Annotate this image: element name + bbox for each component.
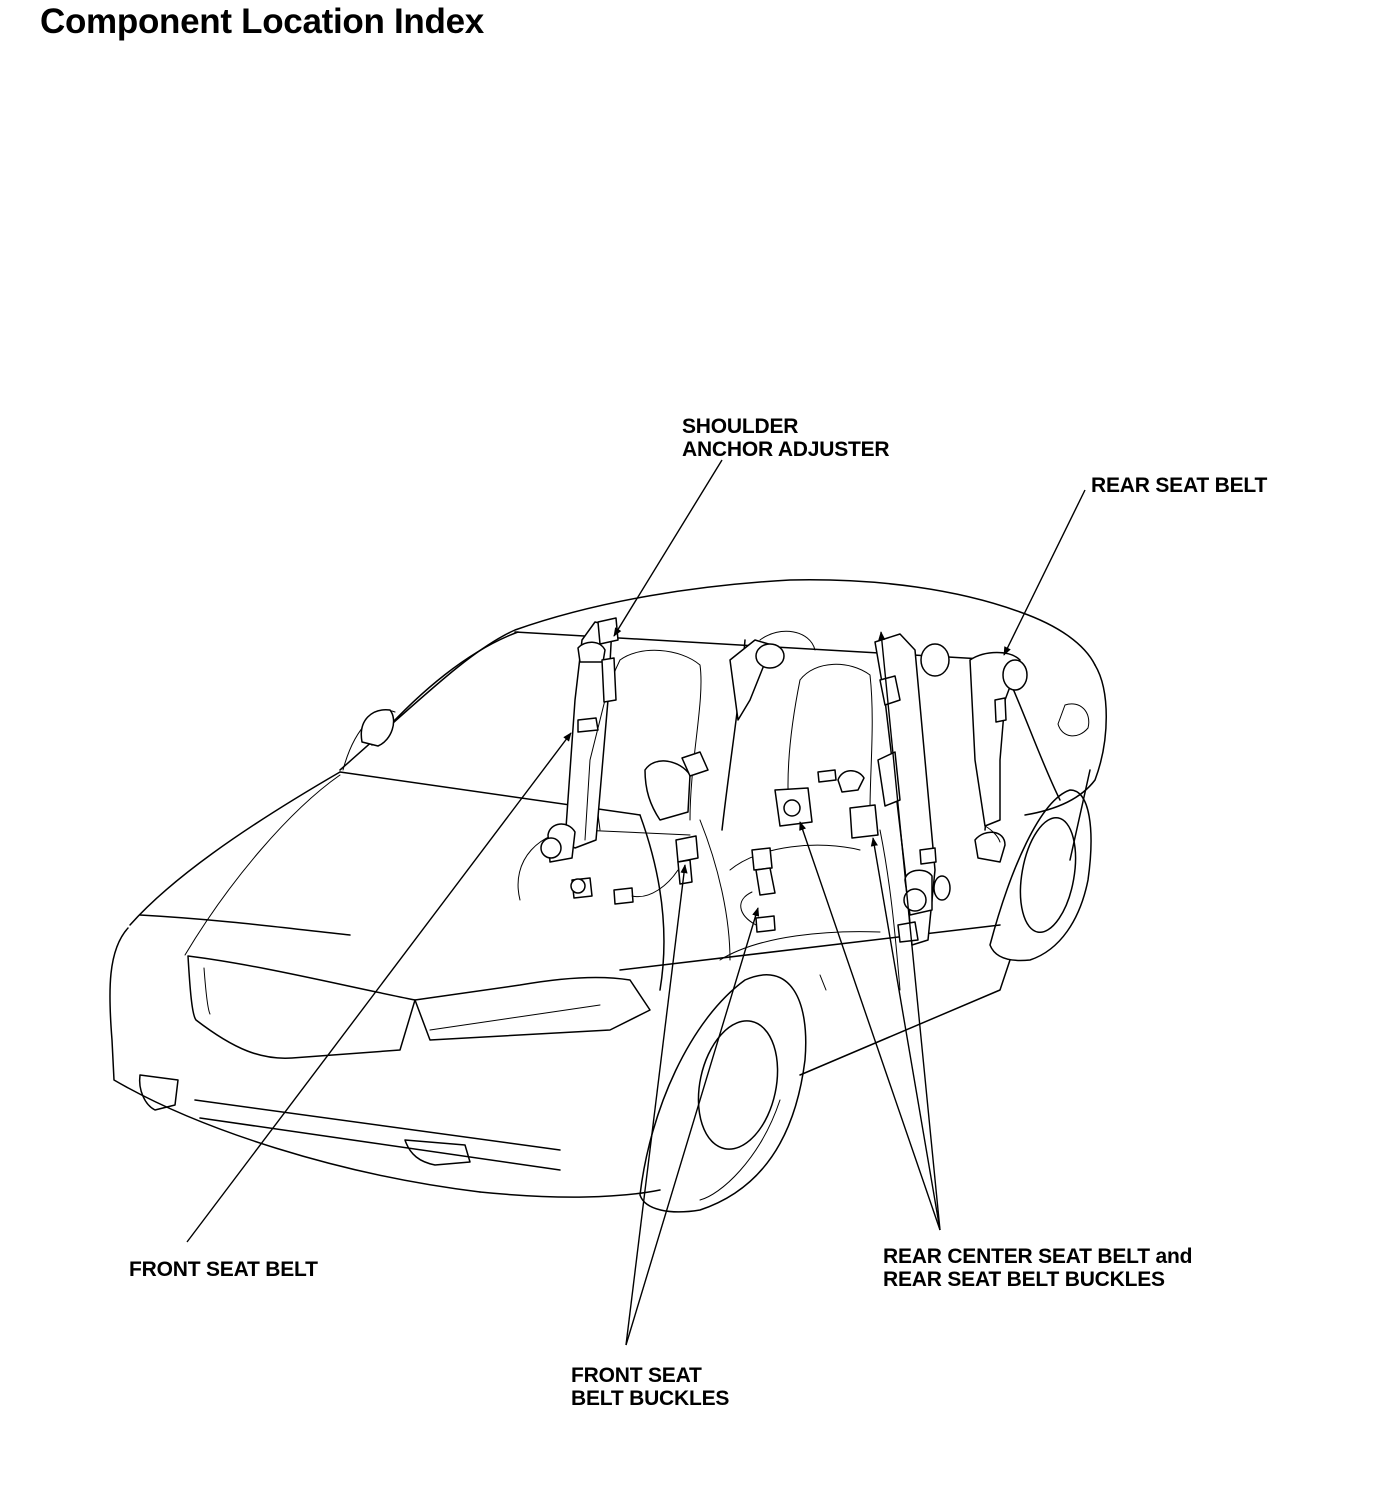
leader-lines: [186, 459, 1086, 1346]
label-line: REAR SEAT BELT: [1091, 474, 1268, 497]
leader-rear-buckle: [870, 837, 941, 1231]
label-line: ANCHOR ADJUSTER: [682, 438, 890, 461]
label-line: FRONT SEAT: [571, 1364, 702, 1387]
leader-front-buckle-2: [625, 907, 760, 1346]
shoulder-anchor-adjuster-part: [597, 617, 619, 703]
leader-shoulder-anchor-adjuster: [613, 459, 723, 637]
label-rear-center-seat-belt: REAR CENTER SEAT BELT and REAR SEAT BELT…: [883, 1245, 1192, 1291]
leader-rear-seat-belt: [1003, 489, 1086, 656]
label-rear-seat-belt: REAR SEAT BELT: [1091, 474, 1267, 497]
label-front-seat-belt: FRONT SEAT BELT: [129, 1258, 318, 1281]
leader-rear-center-belt: [799, 821, 941, 1231]
label-line: BELT BUCKLES: [571, 1387, 730, 1410]
center-seat-belt-part: [644, 639, 879, 839]
rear-seat-belt-assembly-left: [969, 651, 1028, 863]
rear-seat-belt-assembly-right: [874, 633, 951, 946]
label-front-seat-belt-buckles: FRONT SEAT BELT BUCKLES: [571, 1364, 729, 1410]
leader-rear-belt-right: [878, 631, 941, 1231]
front-seat-belt-assembly: [540, 621, 613, 899]
label-line: REAR SEAT BELT BUCKLES: [883, 1268, 1165, 1291]
label-shoulder-anchor-adjuster: SHOULDER ANCHOR ADJUSTER: [682, 415, 890, 461]
page-title: Component Location Index: [40, 2, 484, 41]
front-wheel: [639, 974, 807, 1213]
leader-front-buckle-1: [625, 864, 688, 1346]
rear-wheel: [989, 789, 1092, 962]
label-line: REAR CENTER SEAT BELT and: [883, 1245, 1193, 1268]
leader-front-seat-belt: [186, 732, 572, 1243]
label-line: SHOULDER: [682, 415, 799, 438]
car-body: [109, 579, 1107, 1198]
front-seat-belt-buckles-part: [613, 835, 776, 933]
label-line: FRONT SEAT BELT: [129, 1258, 318, 1281]
